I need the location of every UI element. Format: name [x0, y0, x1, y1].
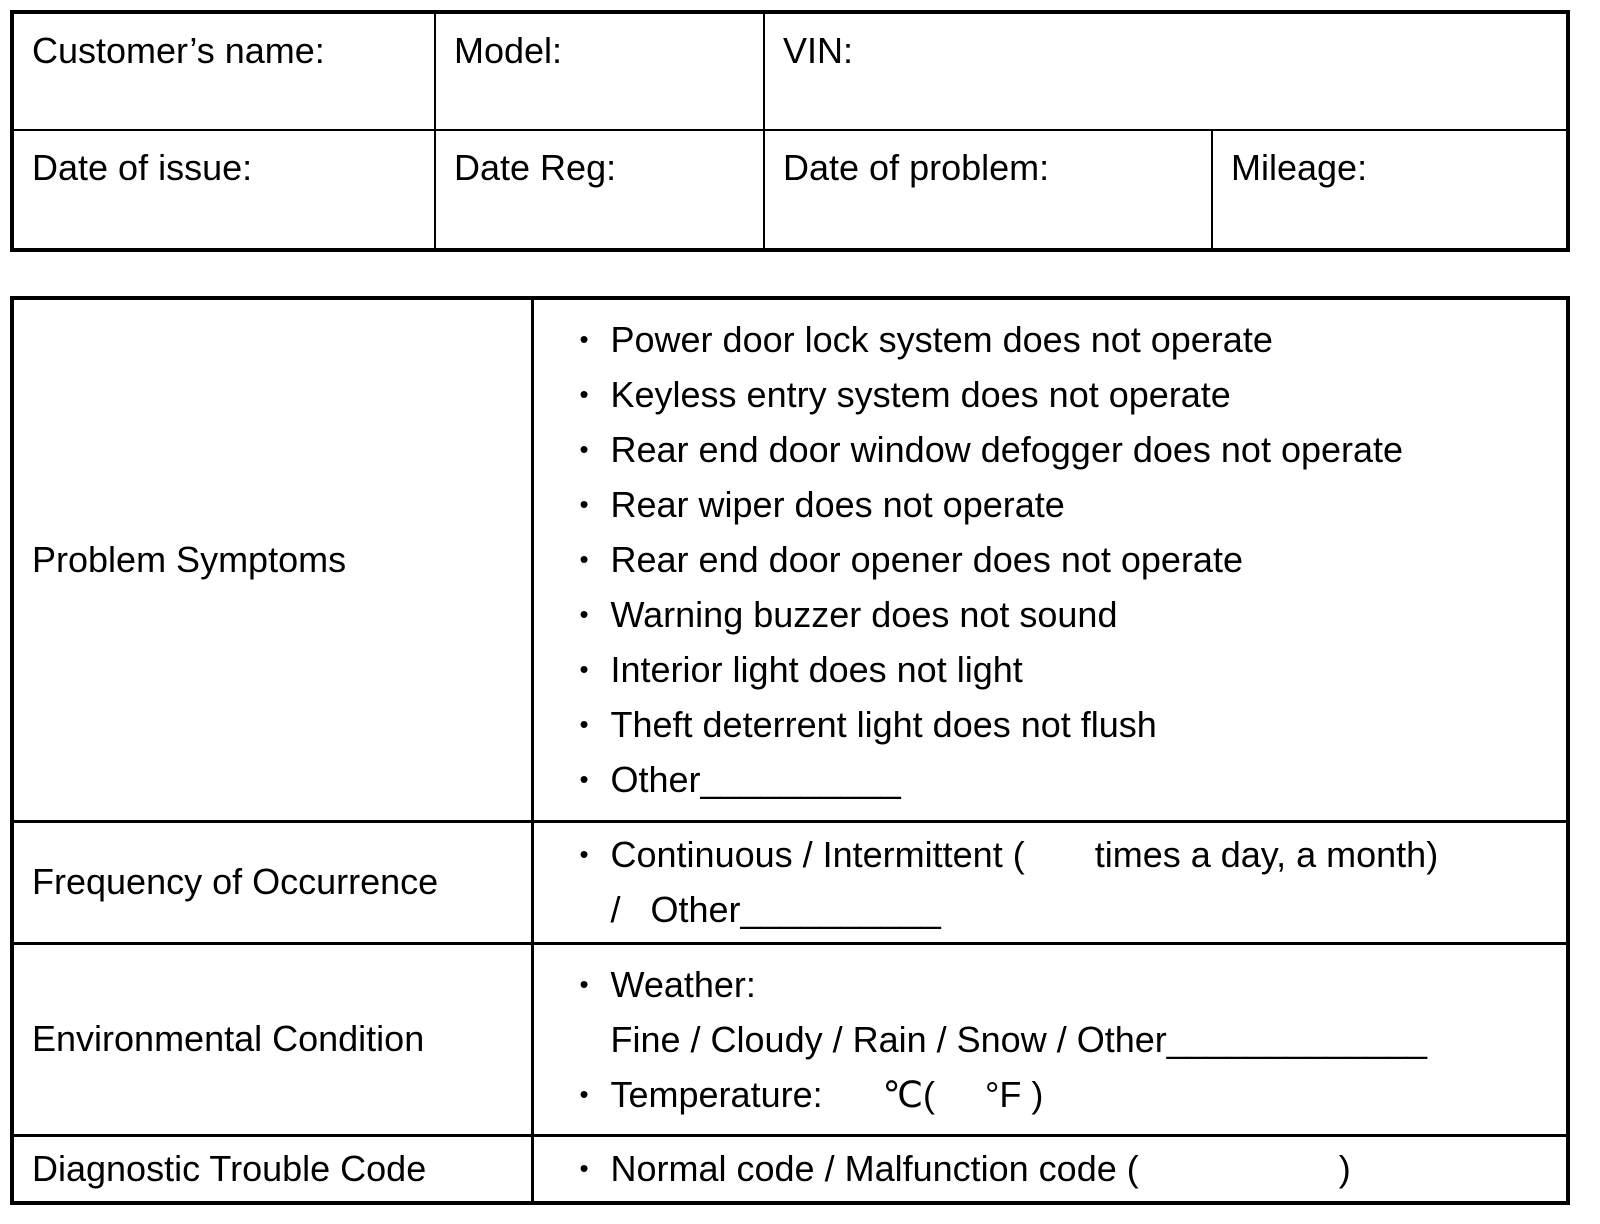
date-reg-field: Date Reg: [434, 129, 765, 251]
row-diagnostic-trouble-code: Diagnostic Trouble Code • Normal code / M… [10, 1133, 1570, 1205]
weather-choices: Fine / Cloudy / Rain / Snow / Other_____… [535, 1012, 1562, 1067]
frequency-option-other: / Other__________ [535, 882, 1562, 937]
symptom-text: Keyless entry system does not operate [610, 374, 1231, 416]
symptom-text: Other__________ [610, 759, 901, 801]
bullet-icon: • [579, 324, 589, 355]
temperature-text: Temperature: ℃( °F ) [610, 1073, 1044, 1115]
bullet-icon: • [579, 764, 589, 795]
row-problem-symptoms: Problem Symptoms • Power door lock system… [10, 296, 1570, 823]
dtc-label: Diagnostic Trouble Code [10, 1133, 534, 1205]
symptom-text: Power door lock system does not operate [610, 319, 1273, 361]
symptom-item: • Rear wiper does not operate [535, 477, 1562, 532]
customer-info-table: Customer’s name: Model: VIN: Date of iss… [10, 10, 1571, 252]
date-of-issue-field: Date of issue: [11, 129, 436, 251]
temperature-option: • Temperature: ℃( °F ) [535, 1067, 1562, 1122]
symptom-text: Rear wiper does not operate [610, 484, 1065, 526]
mileage-field: Mileage: [1210, 129, 1570, 251]
weather-text: Weather: [610, 963, 756, 1005]
bullet-icon: • [579, 544, 589, 575]
problem-symptoms-list: • Power door lock system does not operate… [530, 296, 1570, 823]
dtc-text: Normal code / Malfunction code ( ) [610, 1148, 1351, 1190]
bullet-icon: • [579, 599, 589, 630]
frequency-option: • Continuous / Intermittent ( times a day… [535, 827, 1562, 882]
frequency-text: / Other__________ [610, 889, 941, 930]
symptom-item: • Keyless entry system does not operate [535, 367, 1562, 422]
bullet-icon: • [579, 968, 589, 999]
model-field: Model: [434, 11, 765, 131]
symptom-item: • Rear end door opener does not operate [535, 532, 1562, 587]
bullet-icon: • [579, 654, 589, 685]
bullet-icon: • [579, 1078, 589, 1109]
date-of-problem-field: Date of problem: [763, 129, 1213, 251]
environment-label: Environmental Condition [10, 941, 534, 1137]
bullet-icon: • [579, 709, 589, 740]
row-environmental-condition: Environmental Condition • Weather: Fine /… [10, 941, 1570, 1137]
dtc-options: • Normal code / Malfunction code ( ) [530, 1133, 1570, 1205]
symptom-item: • Warning buzzer does not sound [535, 587, 1562, 642]
row-frequency-of-occurrence: Frequency of Occurrence • Continuous / In… [10, 819, 1570, 945]
customer-info-row-1: Customer’s name: Model: VIN: [11, 11, 1570, 131]
problem-symptoms-label: Problem Symptoms [10, 296, 534, 823]
frequency-label: Frequency of Occurrence [10, 819, 534, 945]
symptom-text: Theft deterrent light does not flush [610, 704, 1157, 746]
symptom-item: • Interior light does not light [535, 642, 1562, 697]
customer-name-field: Customer’s name: [11, 11, 436, 131]
bullet-icon: • [579, 379, 589, 410]
symptom-text: Warning buzzer does not sound [610, 594, 1118, 636]
weather-option: • Weather: [535, 957, 1562, 1012]
vin-field: VIN: [762, 11, 1570, 131]
bullet-icon: • [579, 489, 589, 520]
bullet-icon: • [579, 434, 589, 465]
customer-info-row-2: Date of issue: Date Reg: Date of problem… [11, 129, 1570, 251]
symptom-text: Rear end door window defogger does not o… [610, 429, 1404, 471]
bullet-icon: • [579, 1153, 589, 1184]
symptom-text: Interior light does not light [610, 649, 1023, 691]
problem-analysis-table: Problem Symptoms • Power door lock system… [10, 296, 1570, 1205]
symptom-item: • Theft deterrent light does not flush [535, 697, 1562, 752]
bullet-icon: • [579, 839, 589, 869]
symptom-text: Rear end door opener does not operate [610, 539, 1243, 581]
frequency-options: • Continuous / Intermittent ( times a day… [530, 819, 1570, 945]
environment-options: • Weather: Fine / Cloudy / Rain / Snow / … [530, 941, 1570, 1137]
weather-choices-text: Fine / Cloudy / Rain / Snow / Other_____… [610, 1018, 1428, 1060]
symptom-item-other: • Other__________ [535, 752, 1562, 807]
symptom-item: • Rear end door window defogger does not … [535, 422, 1562, 477]
dtc-option: • Normal code / Malfunction code ( ) [535, 1141, 1562, 1196]
symptom-item: • Power door lock system does not operate [535, 312, 1562, 367]
frequency-text: Continuous / Intermittent ( times a day,… [610, 834, 1439, 875]
